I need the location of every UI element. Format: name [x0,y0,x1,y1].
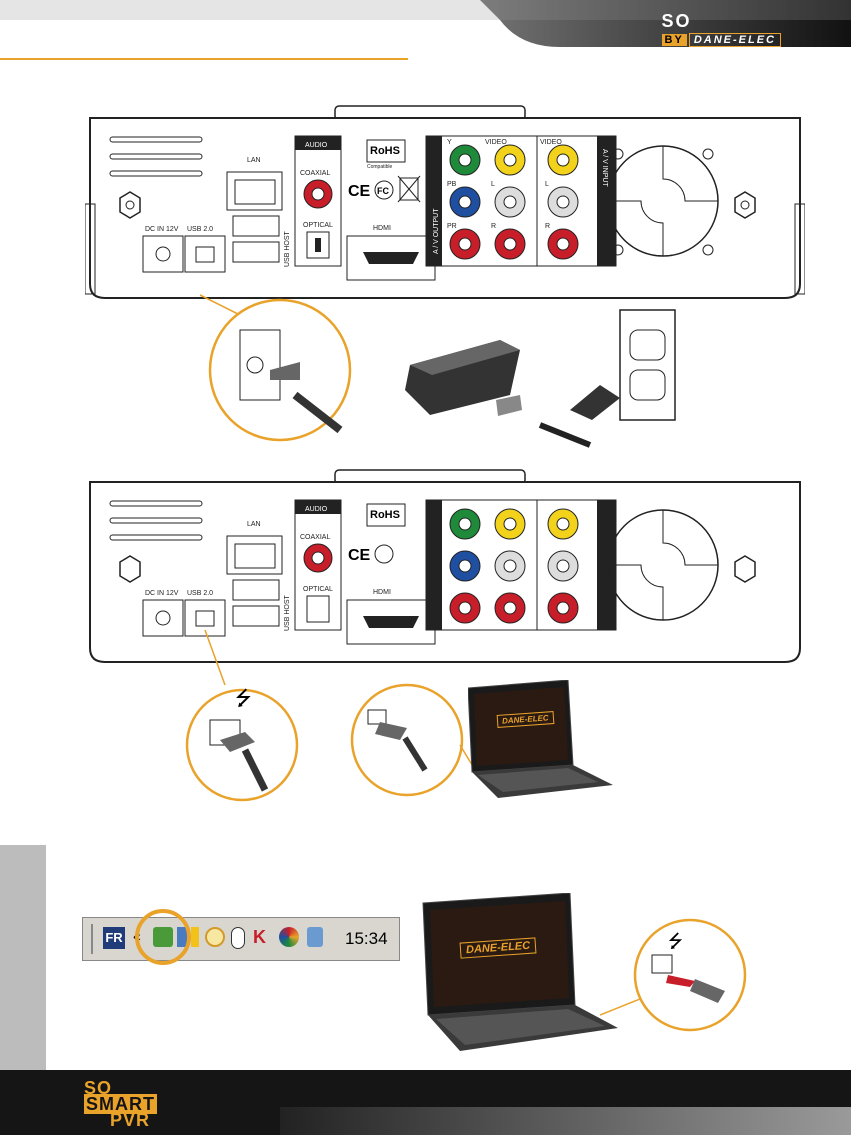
audio-label-2: AUDIO [305,506,328,513]
logo-pvr: PVR [84,1112,157,1128]
brand-maker: DANE-ELEC [689,33,781,47]
brand-by: BY [662,34,687,46]
pb-label: PB [447,181,457,188]
rca-jacks [450,145,578,259]
optical-label-2: OPTICAL [303,586,333,593]
laptop-2 [420,893,620,1053]
hdmi-label: HDMI [373,225,391,232]
highlight-circle [133,906,193,968]
clock-tray-icon[interactable] [205,927,225,947]
coaxial-label: COAXIAL [300,170,330,177]
color-wheel-tray-icon[interactable] [279,927,299,947]
ce-mark: CE [348,183,371,200]
usb-unplug-illustration: ⭍ [600,905,750,1040]
dc-label: DC IN 12V [145,226,179,233]
footer-gradient-bar [280,1107,851,1135]
globe-tray-icon[interactable] [307,927,323,947]
r-in-label: R [545,223,550,230]
language-indicator[interactable]: FR [103,927,125,949]
mouse-tray-icon[interactable] [231,927,245,949]
fc-mark: FC [377,186,389,196]
laptop-1 [468,680,618,800]
ce-mark-2: CE [348,547,371,564]
dc-label-2: DC IN 12V [145,590,179,597]
product-logo: SO SMART PVR [84,1080,157,1128]
pr-label: PR [447,223,457,230]
usb-host-label-2: USB HOST [284,594,291,631]
video-in-label: VIDEO [540,139,562,146]
wall-outlet [620,310,675,420]
hdmi-label-2: HDMI [373,589,391,596]
usb-host-label: USB HOST [284,230,291,267]
rohs-label-2: RoHS [370,509,400,521]
header-rule [0,58,408,60]
device-rear-panel-top: DC IN 12V USB 2.0 LAN USB HOST AUDIO COA… [85,104,805,304]
optical-label: OPTICAL [303,222,333,229]
audio-label: AUDIO [305,142,328,149]
usb2-label: USB 2.0 [187,226,213,233]
rohs-sub-label: Compatible [367,164,393,170]
usb-symbol-icon-2: ⭍ [668,931,683,951]
rohs-label: RoHS [370,145,400,157]
zoom-circle-unplug [635,920,745,1030]
lan-label: LAN [247,157,261,164]
side-tab [0,845,46,1070]
av-input-label: A / V INPUT [601,149,608,187]
lan-label-2: LAN [247,521,261,528]
y-label: Y [447,139,452,146]
av-output-label: A / V OUTPUT [433,208,440,254]
l-out-label: L [491,181,495,188]
rear-panel-drawing: DC IN 12V USB 2.0 LAN USB HOST AUDIO COA… [85,106,805,298]
windows-taskbar: FR « K 15:34 [82,917,400,961]
usb2-label-2: USB 2.0 [187,590,213,597]
power-connection-illustration [200,280,680,465]
l-in-label: L [545,181,549,188]
coaxial-label-2: COAXIAL [300,534,330,541]
brand-so: SO [662,12,781,30]
taskbar-divider [91,924,93,954]
video-out-label: VIDEO [485,139,507,146]
usb-symbol-icon: ⭍ [235,688,252,710]
k-tray-icon[interactable]: K [253,927,273,947]
taskbar-clock[interactable]: 15:34 [345,929,388,949]
r-out-label: R [491,223,496,230]
